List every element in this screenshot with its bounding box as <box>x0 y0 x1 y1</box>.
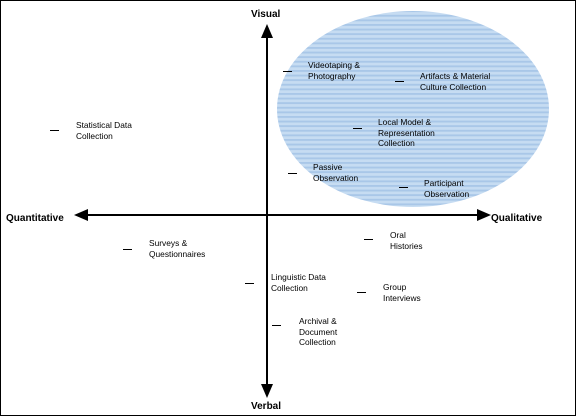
dash-marker-stroke <box>353 128 362 129</box>
method-label-line: Culture Collection <box>420 81 487 92</box>
method-label-line: Observation <box>313 172 359 183</box>
dash-marker-stroke <box>399 187 408 188</box>
method-label-line: Collection <box>299 337 336 347</box>
right-arrowhead-icon <box>477 209 491 221</box>
dash-marker-stroke <box>245 283 254 284</box>
qualitative-visual-ellipse <box>277 11 549 207</box>
method-label-line: Oral <box>390 230 406 240</box>
dash-marker-stroke <box>395 81 404 82</box>
method-label-line: Document <box>299 326 338 337</box>
method-label-line: Local Model & <box>378 117 432 127</box>
method-label-line: Linguistic Data <box>271 272 326 282</box>
method-label-line: Statistical Data <box>76 120 132 130</box>
axis-label-visual: Visual <box>251 9 281 20</box>
method-label-line: Observation <box>424 188 470 199</box>
method-label: Surveys &Questionnaires <box>149 238 205 259</box>
axis-label-verbal: Verbal <box>251 401 282 412</box>
dash-marker-stroke <box>123 249 132 250</box>
method-label-line: Collection <box>378 138 415 148</box>
dash-marker-stroke <box>357 292 366 293</box>
dash-marker-stroke <box>50 130 59 131</box>
dash-marker-stroke <box>272 325 281 326</box>
method-label-line: Representation <box>378 127 435 138</box>
method-label-line: Passive <box>313 162 343 172</box>
method-label-line: Group <box>383 282 407 292</box>
bottom-arrowhead-icon <box>261 384 273 398</box>
dash-marker-stroke <box>364 239 373 240</box>
top-arrowhead-icon <box>261 24 273 38</box>
method-label-line: Photography <box>308 70 356 81</box>
method-label-line: Collection <box>76 130 113 141</box>
method-label-line: Videotaping & <box>308 60 360 70</box>
method-label: Videotaping &Photography <box>308 60 360 81</box>
method-label-line: Artifacts & Material <box>420 71 491 81</box>
method-label-line: Questionnaires <box>149 248 206 259</box>
dash-marker-stroke <box>283 71 292 72</box>
method-label-line: Interviews <box>383 292 421 303</box>
method-label-line: Histories <box>390 240 423 251</box>
axis-label-qualitative: Qualitative <box>491 213 543 224</box>
axis-label-quantitative: Quantitative <box>6 213 64 224</box>
dash-marker-stroke <box>288 173 297 174</box>
left-arrowhead-icon <box>74 209 88 221</box>
method-label-line: Archival & <box>299 316 337 326</box>
method-label-line: Collection <box>271 282 308 293</box>
method-label-line: Participant <box>424 178 464 188</box>
method-label-line: Surveys & <box>149 238 188 248</box>
